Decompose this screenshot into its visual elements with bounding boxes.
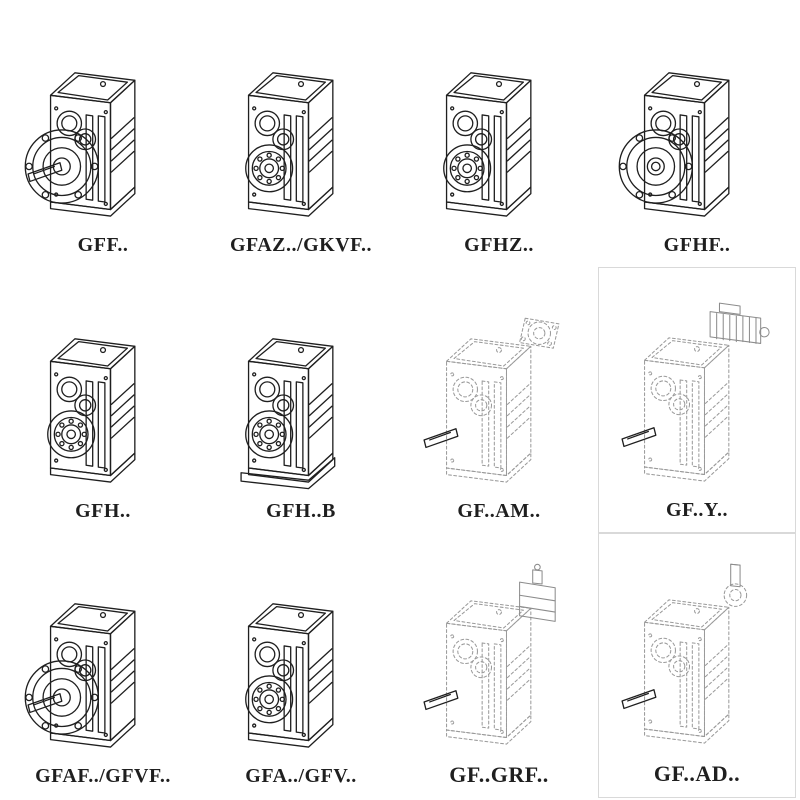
- gearbox-item: GFAZ../GKVF..: [202, 2, 400, 267]
- gearbox-illustration: [424, 318, 559, 482]
- gearbox-label: GFAF../GFVF..: [35, 765, 171, 787]
- gearbox-illustration: [48, 338, 135, 481]
- gearbox-drawing: [216, 557, 386, 763]
- gearbox-drawing: [216, 292, 386, 498]
- gearbox-illustration: [444, 73, 531, 216]
- gearbox-illustration: [424, 564, 555, 744]
- gearbox-item: GFHF..: [598, 2, 796, 267]
- gearbox-label: GFAZ../GKVF..: [229, 234, 373, 257]
- gearbox-label: GFH..B: [266, 499, 336, 522]
- gearbox-item: GF..AM..: [400, 267, 598, 532]
- gearbox-drawing: [612, 291, 782, 497]
- gearbox-item: GFA../GFV..: [202, 533, 400, 798]
- gearbox-drawing: [216, 26, 386, 232]
- gearbox-label: GFHF..: [663, 234, 731, 257]
- gearbox-label: GFH..: [75, 499, 131, 522]
- gearbox-item: GFH..B: [202, 267, 400, 532]
- gearbox-label: GFHZ..: [464, 234, 534, 257]
- gearbox-illustration: [246, 604, 333, 747]
- gearbox-drawing: [612, 26, 782, 232]
- gearbox-illustration: [622, 303, 769, 481]
- gearbox-item: GF..AD..: [598, 532, 796, 798]
- gearbox-label: GFA../GFV..: [245, 765, 357, 787]
- gearbox-illustration: [25, 73, 135, 216]
- gearbox-label: GF..AM..: [457, 499, 541, 522]
- gearbox-label: GFF..: [77, 234, 129, 257]
- gearbox-illustration: [241, 338, 335, 488]
- gearbox-drawing: [414, 26, 584, 232]
- gearbox-label: GF..AD..: [653, 761, 741, 786]
- gearbox-item: GFHZ..: [400, 2, 598, 267]
- gearbox-item: GFF..: [4, 2, 202, 267]
- gearbox-label: GF..Y..: [665, 498, 729, 521]
- gearbox-illustration: [246, 73, 333, 216]
- gearbox-illustration: [619, 73, 729, 216]
- gearbox-label: GF..GRF..: [449, 762, 549, 787]
- gearbox-drawing: [18, 26, 188, 232]
- gearbox-drawing: [414, 292, 584, 498]
- gearbox-illustration: [25, 604, 135, 747]
- gearbox-drawing: [18, 557, 188, 763]
- gearbox-drawing: [18, 292, 188, 498]
- gearbox-item: GFH..: [4, 267, 202, 532]
- gearbox-drawing: [414, 554, 584, 760]
- gearbox-item: GF..GRF..: [400, 533, 598, 798]
- gearbox-item: GF..Y..: [598, 267, 796, 533]
- gearbox-item: GFAF../GFVF..: [4, 533, 202, 798]
- gearbox-drawing: [612, 553, 782, 759]
- gearbox-illustration: [622, 564, 747, 743]
